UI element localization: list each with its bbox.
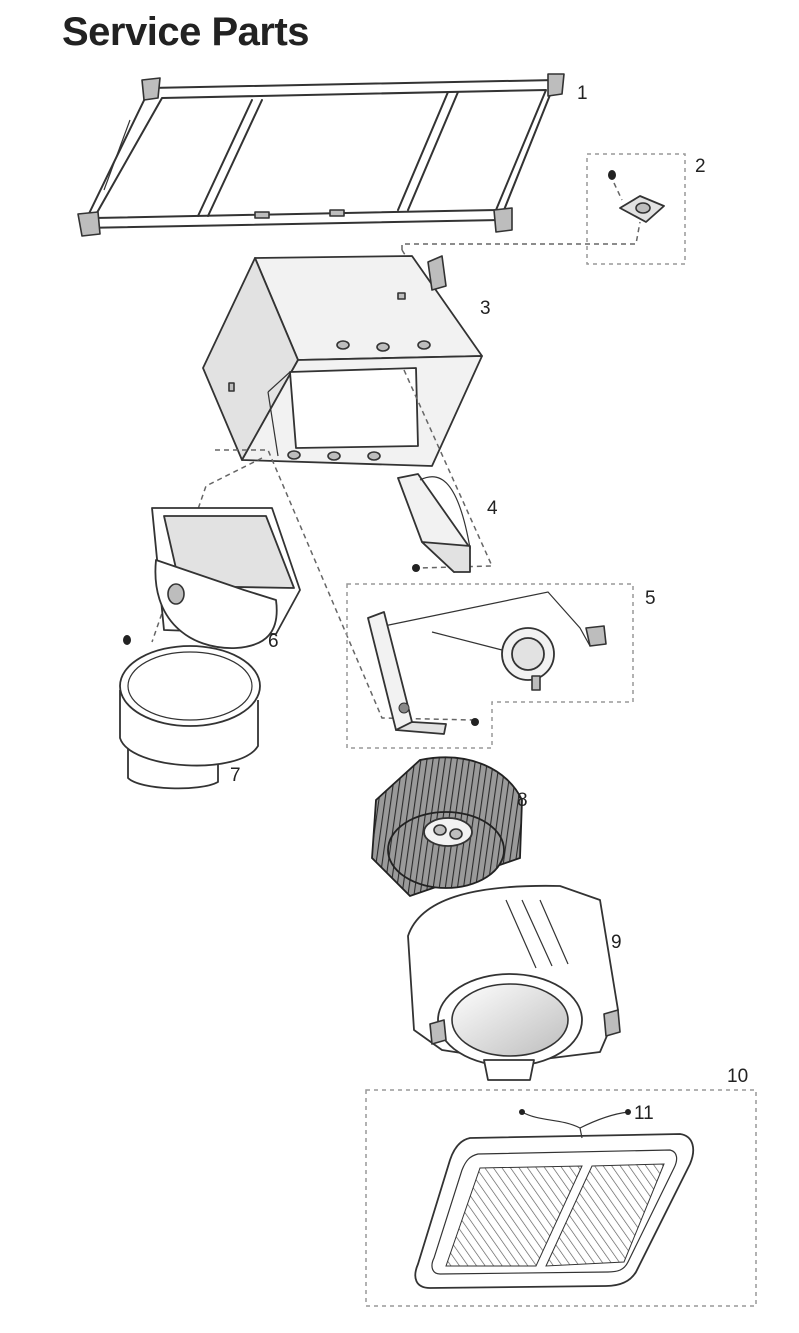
callout-10: 10 [727,1066,748,1087]
callout-9: 9 [611,932,622,953]
callout-4: 4 [487,498,498,519]
bracket-clip-part [586,153,686,265]
callout-8: 8 [517,790,528,811]
duct-adapter-part [119,645,261,790]
callout-3: 3 [480,298,491,319]
callout-5: 5 [645,588,656,609]
page-title: Service Parts [62,10,310,54]
callout-2: 2 [695,156,706,177]
grille-part [365,1089,757,1307]
mounting-springs-part [519,1109,631,1139]
callout-1: 1 [577,83,588,104]
duct-connector-part [123,507,301,649]
callout-6: 6 [268,631,279,652]
housing-part [202,255,483,467]
mounting-frame-part [77,73,565,237]
blower-wheel-part [371,756,523,898]
callout-7: 7 [230,765,241,786]
callout-11: 11 [634,1103,654,1124]
blower-housing-part [407,884,621,1081]
damper-bracket-part [397,473,471,573]
motor-assembly-part [346,583,634,749]
